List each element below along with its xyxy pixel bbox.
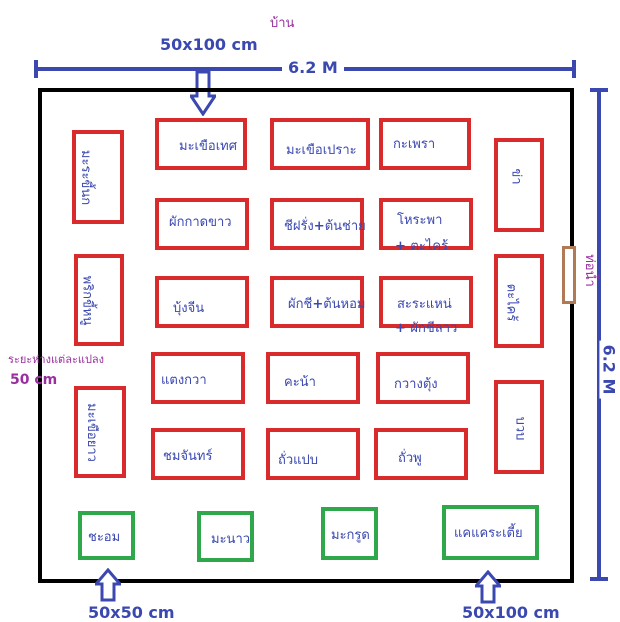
bed-r2c3: โหระพา + ตะไคร้ [379, 198, 473, 254]
bed-r3c2-label-b: ต้นหอม [323, 297, 366, 312]
spacing-note: ระยะห่างแต่ละแปลง [8, 353, 105, 366]
bed-r3c3-label-b: ผักชีลาว [410, 321, 458, 336]
bed-green-3-label: มะกรูด [331, 528, 370, 543]
bed-r3c1: บุ้งจีน [155, 276, 249, 328]
bed-right-1-label: ข่า [508, 168, 524, 185]
bed-green-2: มะนาว [197, 511, 254, 562]
bed-r3c2-label: ผักชี+ต้นหอม [288, 297, 366, 312]
bed-r5c3-label: ถั่วพู [398, 451, 422, 466]
bed-r3c3: สะระแหน่ + ผักชีลาว [379, 276, 473, 335]
bed-r2c1-label: ผักกาดขาว [169, 215, 232, 230]
bed-r1c2: มะเขือเปราะ [270, 118, 370, 170]
spacing-value: 50 cm [10, 372, 58, 388]
bed-r2c3-label-a: โหระพา [397, 213, 443, 228]
bed-green-4-label: แคแคระเตี้ย [454, 526, 523, 541]
bed-green-2-label: มะนาว [211, 532, 251, 547]
width-dimension-tick-right [572, 60, 576, 78]
bed-left-2: พริกขี้หนู [74, 254, 124, 346]
garden-boundary [38, 88, 574, 583]
bed-r5c3: ถั่วพู [374, 428, 468, 480]
bottom-left-size-label: 50x50 cm [88, 603, 175, 622]
bed-r1c3-label: กะเพรา [393, 137, 436, 152]
height-dimension-line [597, 90, 601, 580]
bed-r3c3-label-a: สะระแหน่ [397, 297, 452, 312]
bed-right-3: บวบ [494, 380, 544, 474]
bed-left-2-label: พริกขี้หนู [79, 275, 95, 326]
bed-r1c1-label: มะเขือเทศ [179, 139, 237, 154]
width-dimension-tick-left [34, 60, 38, 78]
water-pipe-marker [562, 246, 576, 304]
height-dimension-tick-top [590, 88, 608, 92]
bed-r3c3-label-b-wrap: + ผักชีลาว [395, 321, 458, 336]
bed-left-1: มะระขี้นก [72, 130, 124, 224]
bed-r1c2-label: มะเขือเปราะ [286, 143, 357, 158]
bed-right-2: ตะไคร้ [494, 254, 544, 348]
height-dimension-tick-bottom [590, 577, 608, 581]
bed-r5c2-label: ถั่วแปบ [278, 453, 319, 468]
width-label: 6.2 M [282, 58, 344, 77]
bed-r3c2: ผักชี+ต้นหอม [270, 276, 366, 328]
bed-green-3: มะกรูด [321, 507, 378, 560]
bed-right-3-label: บวบ [512, 416, 528, 441]
bed-r4c2: คะน้า [266, 352, 360, 404]
bed-r3c2-label-a: ผักชี [288, 297, 313, 312]
bed-r4c2-label: คะน้า [284, 375, 316, 390]
bed-left-1-label: มะระขี้นก [78, 149, 94, 206]
bed-r2c2-label-a: ชีฝรั่ง [284, 219, 314, 234]
bed-r2c3-label-b-wrap: + ตะไคร้ [395, 239, 449, 254]
bed-green-1-label: ชะอม [88, 530, 121, 545]
bed-right-2-label: ตะไคร้ [503, 283, 519, 322]
bed-r4c3: กวางตุ้ง [376, 352, 470, 404]
house-label: บ้าน [270, 16, 295, 31]
bed-left-3-label: มะเขือยาว [83, 403, 99, 462]
bed-green-4: แคแคระเตี้ย [442, 505, 539, 560]
bed-r3c1-label: บุ้งจีน [173, 301, 205, 316]
bed-right-1: ข่า [494, 138, 544, 232]
bed-r5c2: ถั่วแปบ [266, 428, 360, 480]
down-arrow-icon [190, 70, 216, 116]
bed-r4c3-label: กวางตุ้ง [394, 377, 438, 392]
top-bed-size-label: 50x100 cm [160, 35, 258, 54]
bed-r5c1-label: ชมจันทร์ [163, 449, 213, 464]
bottom-right-size-label: 50x100 cm [462, 603, 560, 622]
bed-r2c3-label-b: ตะไคร้ [410, 239, 449, 254]
up-arrow-icon-right [475, 570, 501, 604]
bed-r2c2-label: ชีฝรั่ง+ต้นช่าย [284, 219, 366, 234]
water-pipe-label: ท่อน้ำ [581, 254, 597, 287]
bed-r2c2-label-b: ต้นช่าย [324, 219, 366, 234]
bed-left-3: มะเขือยาว [74, 386, 126, 478]
bed-r5c1: ชมจันทร์ [151, 428, 245, 480]
bed-r2c1: ผักกาดขาว [155, 198, 249, 250]
height-label: 6.2 M [599, 340, 619, 399]
bed-r4c1: แตงกวา [151, 352, 245, 404]
up-arrow-icon-left [95, 568, 121, 602]
bed-r1c1: มะเขือเทศ [155, 118, 247, 170]
bed-r2c2: ชีฝรั่ง+ต้นช่าย [270, 198, 366, 250]
bed-r1c3: กะเพรา [379, 118, 471, 170]
bed-r4c1-label: แตงกวา [161, 373, 207, 388]
bed-green-1: ชะอม [78, 511, 135, 560]
